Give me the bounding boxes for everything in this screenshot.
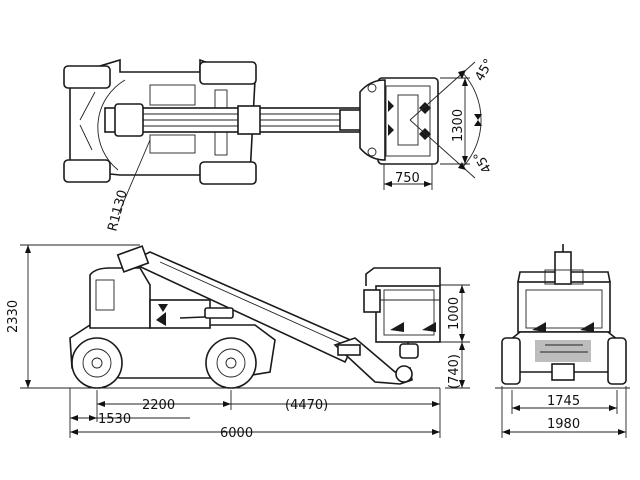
top-basket <box>359 77 439 165</box>
dim-2330: 2330 <box>6 300 21 333</box>
front-wheel-left <box>501 337 521 385</box>
dim-750: 750 <box>395 171 420 186</box>
side-basket <box>363 267 441 359</box>
top-wheel-front-right <box>199 161 257 185</box>
front-wheel-right <box>607 337 627 385</box>
top-wheel-front-left <box>199 61 257 85</box>
dim-740: (740) <box>447 354 462 389</box>
dim-2200: 2200 <box>142 398 175 413</box>
angle-top: 45° <box>472 57 497 84</box>
dim-1300: 1300 <box>451 109 466 142</box>
top-view <box>63 58 482 216</box>
dim-4470: (4470) <box>285 398 328 413</box>
top-wheel-rear-right <box>63 159 111 183</box>
angle-bottom: 45° <box>471 148 496 175</box>
front-basket <box>517 281 611 333</box>
dim-1745: 1745 <box>547 394 580 409</box>
side-wheel-front <box>205 337 257 389</box>
dim-r1130: R1130 <box>105 188 130 233</box>
dim-1530: 1530 <box>98 412 131 427</box>
side-wheel-rear <box>71 337 123 389</box>
side-view <box>20 244 470 438</box>
side-counterweight <box>89 267 151 329</box>
top-wheel-rear-left <box>63 65 111 89</box>
dim-6000: 6000 <box>220 426 253 441</box>
dim-1980: 1980 <box>547 417 580 432</box>
front-view <box>495 244 630 438</box>
dim-1000: 1000 <box>447 297 462 330</box>
